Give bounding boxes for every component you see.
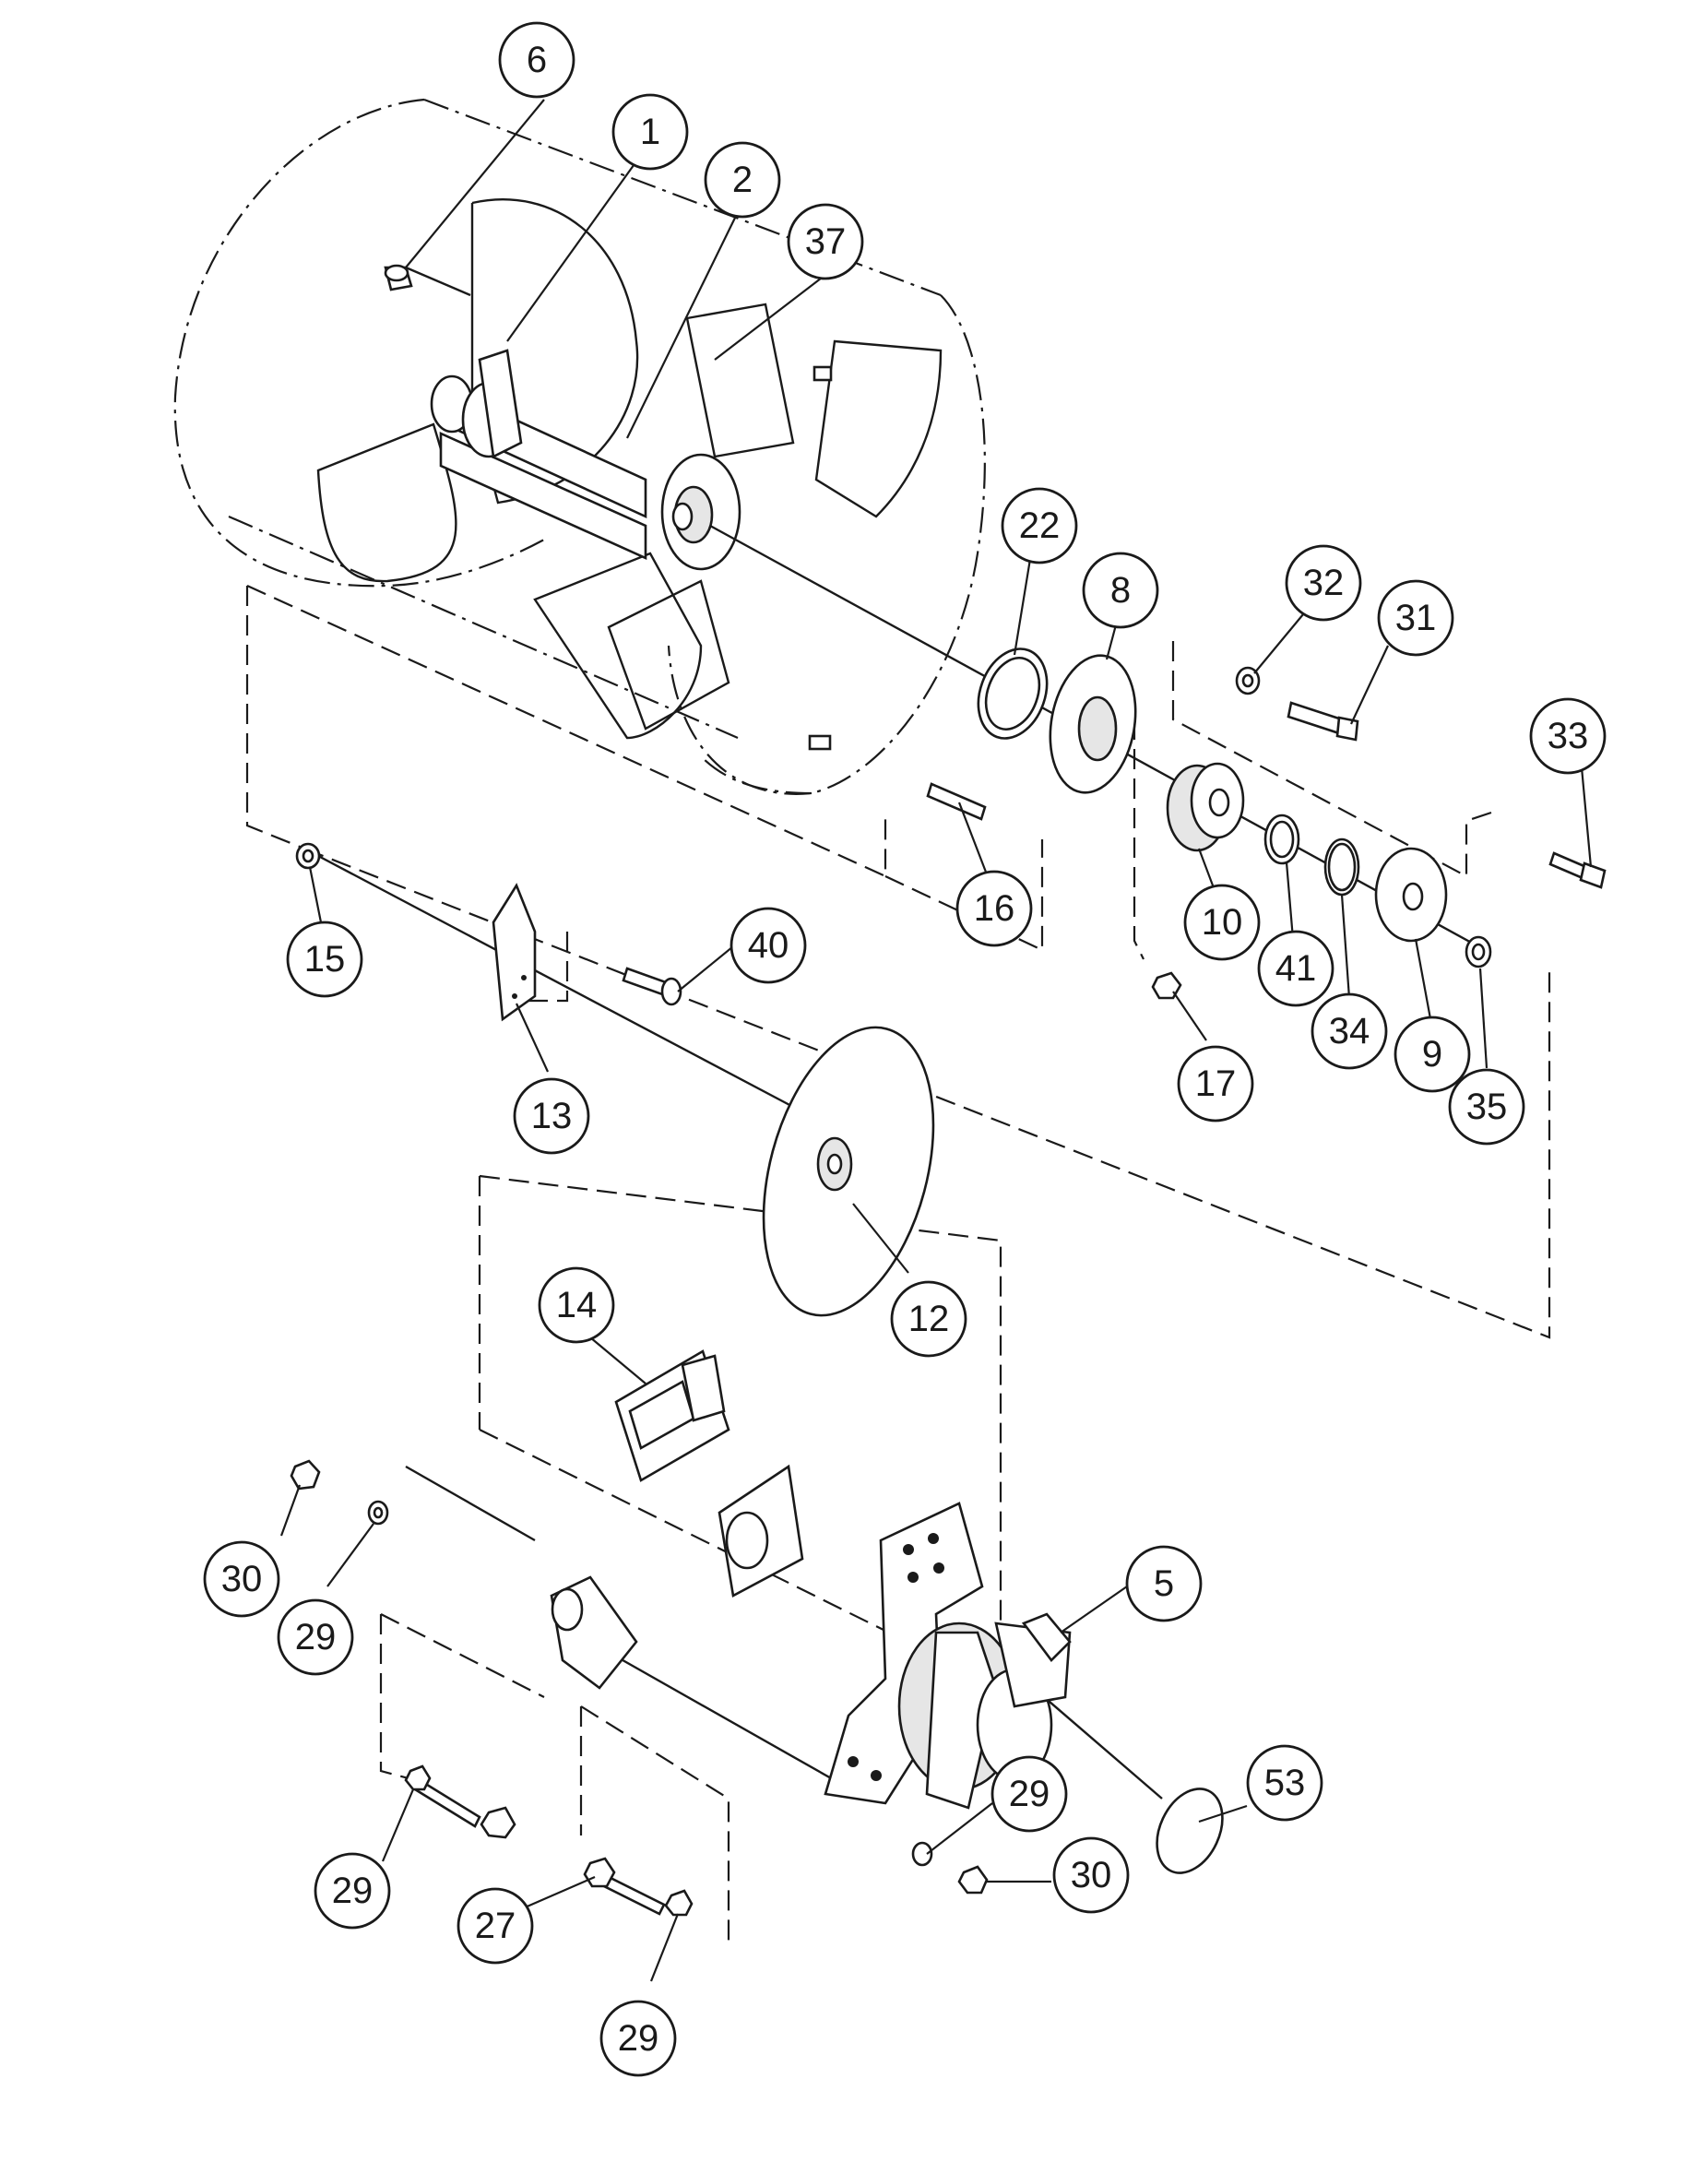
svg-text:17: 17 [1195, 1063, 1237, 1104]
nut-part-17 [1151, 971, 1182, 1000]
hub-flange [660, 453, 741, 571]
svg-text:41: 41 [1275, 948, 1317, 989]
svg-text:1: 1 [640, 112, 660, 152]
callout-27: 27 [457, 1887, 534, 1965]
clip-detail [812, 365, 833, 382]
svg-text:29: 29 [618, 2018, 659, 2059]
bolt-part-40 [622, 967, 682, 1006]
callout-40: 40 [729, 907, 807, 984]
svg-text:15: 15 [304, 939, 346, 980]
bolt-part-27-left [404, 1764, 516, 1839]
callout-29-lower-left: 29 [314, 1852, 391, 1930]
svg-text:16: 16 [974, 888, 1015, 929]
svg-text:31: 31 [1395, 598, 1437, 638]
svg-text:5: 5 [1154, 1563, 1174, 1604]
callout-bubbles: 6 1 2 37 22 8 32 31 33 16 10 41 34 9 35 … [203, 21, 1607, 2077]
bearing-flange-part [1049, 654, 1137, 794]
clip-detail-lower [808, 734, 832, 751]
callout-53: 53 [1246, 1744, 1323, 1822]
bolt-part-27-right [583, 1857, 694, 1917]
svg-text:35: 35 [1466, 1087, 1508, 1127]
callout-31: 31 [1377, 579, 1454, 657]
callout-30-lower: 30 [1052, 1836, 1130, 1914]
svg-text:22: 22 [1019, 505, 1061, 546]
svg-text:29: 29 [332, 1871, 374, 1911]
callout-33: 33 [1529, 697, 1607, 775]
svg-text:53: 53 [1264, 1763, 1306, 1803]
nut-part-35 [1465, 935, 1492, 968]
washer-part-29-upper [367, 1500, 389, 1526]
o-ring-part [1323, 837, 1360, 897]
svg-text:8: 8 [1110, 570, 1131, 611]
washer-part-29-lower [911, 1841, 933, 1867]
callout-17: 17 [1177, 1045, 1254, 1123]
washer-part-15 [295, 842, 321, 870]
bearing-part [1166, 762, 1245, 852]
callout-9: 9 [1394, 1016, 1471, 1093]
callout-10: 10 [1183, 884, 1261, 961]
callout-29-upper: 29 [277, 1598, 354, 1676]
callout-34: 34 [1311, 992, 1388, 1070]
nut-part-30-lower [957, 1865, 989, 1895]
washer-plate-part [1374, 847, 1448, 943]
disc-part-12 [762, 1026, 935, 1317]
callout-32: 32 [1285, 544, 1362, 622]
drum-shaft [430, 349, 647, 561]
svg-text:6: 6 [527, 40, 547, 80]
gasket-ring-part [977, 647, 1049, 740]
callout-37: 37 [787, 203, 864, 280]
pad-set-part-14 [614, 1349, 730, 1482]
svg-text:9: 9 [1422, 1034, 1442, 1075]
svg-text:30: 30 [221, 1559, 263, 1599]
washer-part-32 [1235, 666, 1261, 695]
stud-part [926, 782, 987, 821]
svg-text:10: 10 [1202, 902, 1243, 943]
svg-text:2: 2 [732, 160, 753, 200]
cap-part-53 [1156, 1788, 1224, 1874]
callout-6: 6 [498, 21, 575, 99]
svg-text:40: 40 [748, 925, 789, 966]
callout-1: 1 [611, 93, 689, 171]
svg-text:27: 27 [475, 1906, 516, 1946]
callout-16: 16 [955, 870, 1033, 947]
svg-text:29: 29 [295, 1617, 337, 1657]
drum-outline [173, 98, 986, 795]
callout-8: 8 [1082, 552, 1159, 629]
svg-text:30: 30 [1071, 1855, 1112, 1895]
bolt-part-33 [1548, 851, 1607, 889]
drive-plate-part-5 [824, 1502, 1072, 1810]
callout-leaders [279, 99, 1593, 1982]
callout-13: 13 [513, 1077, 590, 1155]
callout-12: 12 [890, 1280, 967, 1358]
svg-text:37: 37 [805, 221, 847, 262]
svg-text:12: 12 [908, 1299, 950, 1339]
nut-part-30-upper [290, 1459, 321, 1491]
svg-text:29: 29 [1009, 1774, 1050, 1814]
callout-14: 14 [538, 1266, 615, 1344]
callout-35: 35 [1448, 1068, 1525, 1146]
svg-text:14: 14 [556, 1285, 598, 1325]
callout-22: 22 [1001, 487, 1078, 564]
callout-29-bottom: 29 [599, 2000, 677, 2077]
callout-2: 2 [704, 141, 781, 219]
svg-text:13: 13 [531, 1096, 573, 1136]
svg-text:33: 33 [1548, 716, 1589, 756]
callout-5: 5 [1125, 1545, 1203, 1622]
callout-15: 15 [286, 921, 363, 998]
svg-text:32: 32 [1303, 563, 1345, 603]
svg-text:34: 34 [1329, 1011, 1370, 1051]
callout-29-right: 29 [990, 1755, 1068, 1833]
callout-41: 41 [1257, 930, 1334, 1007]
snap-ring-part [1263, 814, 1300, 865]
bracket-part-13 [492, 883, 537, 1022]
pad-pieces [550, 1464, 804, 1690]
fitting-part-6 [384, 264, 413, 291]
callout-30-upper: 30 [203, 1540, 280, 1618]
bolt-part-31 [1287, 701, 1359, 742]
